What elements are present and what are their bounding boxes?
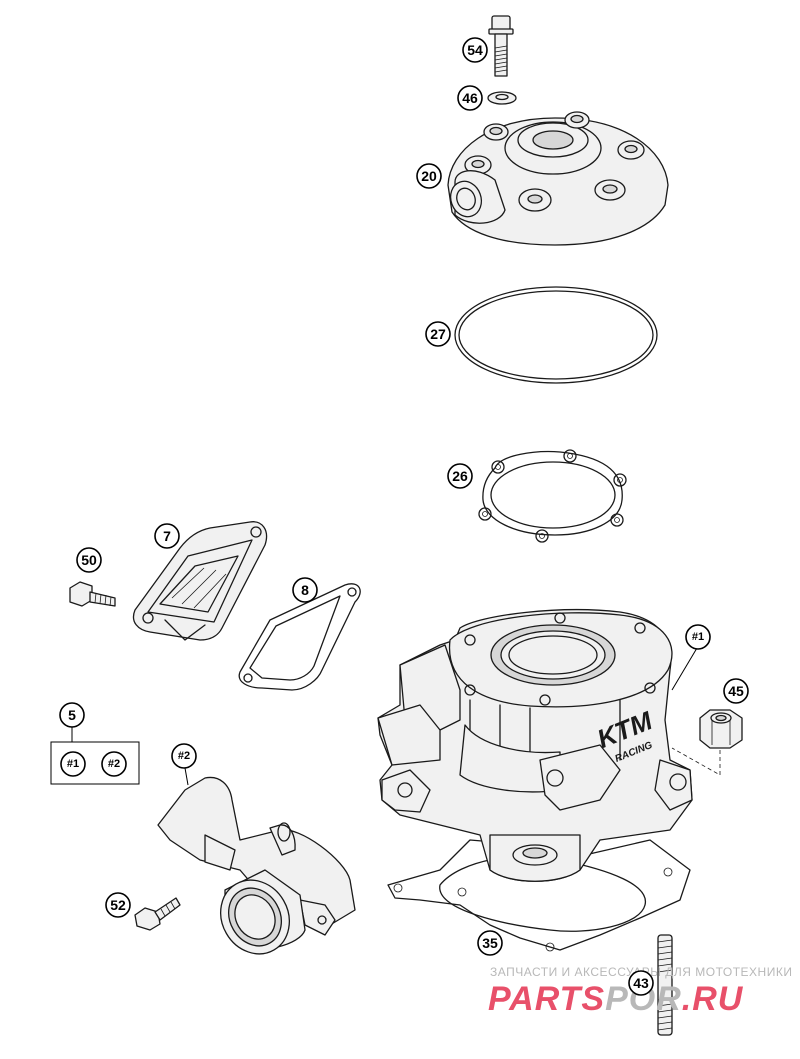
callout-5: 5 bbox=[59, 702, 85, 728]
washer-46 bbox=[487, 91, 517, 105]
watermark-part3: .RU bbox=[682, 980, 744, 1018]
bolt-54 bbox=[488, 15, 514, 77]
callout-46: 46 bbox=[457, 85, 483, 111]
svg-text:54: 54 bbox=[467, 42, 483, 58]
cylinder-1: KTM RACING bbox=[377, 609, 698, 952]
svg-text:5: 5 bbox=[68, 707, 76, 723]
nut-45 bbox=[671, 709, 743, 776]
svg-text:8: 8 bbox=[301, 582, 309, 598]
watermark: ЗАПЧАСТИ И АКСЕССУАРЫ ДЛЯ МОТОТЕХНИКИ PA… bbox=[488, 965, 792, 1018]
callout-35: 35 bbox=[477, 930, 503, 956]
svg-text:#2: #2 bbox=[178, 750, 190, 762]
callout-h2: #2 bbox=[171, 743, 197, 769]
callout-27: 27 bbox=[425, 321, 451, 347]
intake-flange-2 bbox=[157, 767, 356, 955]
callout-5-sub1: #1 bbox=[60, 751, 86, 777]
callout-52: 52 bbox=[105, 892, 131, 918]
callout-7: 7 bbox=[154, 523, 180, 549]
o-ring-27 bbox=[454, 286, 658, 384]
svg-text:7: 7 bbox=[163, 528, 171, 544]
callout-50: 50 bbox=[76, 547, 102, 573]
svg-text:52: 52 bbox=[110, 897, 126, 913]
head-gasket-26 bbox=[478, 449, 627, 543]
callout-h1: #1 bbox=[685, 624, 711, 650]
stud-43 bbox=[657, 934, 673, 1036]
svg-text:45: 45 bbox=[728, 683, 744, 699]
callout-5-sub2: #2 bbox=[101, 751, 127, 777]
svg-text:#1: #1 bbox=[67, 758, 79, 770]
svg-text:43: 43 bbox=[633, 975, 649, 991]
svg-text:26: 26 bbox=[452, 468, 468, 484]
gasket-8 bbox=[238, 583, 361, 691]
svg-text:27: 27 bbox=[430, 326, 446, 342]
callout-26: 26 bbox=[447, 463, 473, 489]
svg-text:#2: #2 bbox=[108, 758, 120, 770]
callout-43: 43 bbox=[628, 970, 654, 996]
cover-7 bbox=[132, 521, 268, 641]
svg-text:20: 20 bbox=[421, 168, 437, 184]
svg-text:46: 46 bbox=[462, 90, 478, 106]
screw-52 bbox=[134, 897, 181, 931]
callout-45: 45 bbox=[723, 678, 749, 704]
kit-5-box bbox=[50, 727, 140, 785]
cylinder-head-20 bbox=[447, 111, 669, 246]
svg-text:50: 50 bbox=[81, 552, 97, 568]
callout-20: 20 bbox=[416, 163, 442, 189]
callout-54: 54 bbox=[462, 37, 488, 63]
watermark-part1: PARTS bbox=[488, 980, 605, 1018]
svg-text:35: 35 bbox=[482, 935, 498, 951]
svg-text:#1: #1 bbox=[692, 631, 704, 643]
watermark-logo: PARTSPOR.RU bbox=[488, 980, 744, 1018]
callout-8: 8 bbox=[292, 577, 318, 603]
screw-50 bbox=[69, 581, 116, 607]
